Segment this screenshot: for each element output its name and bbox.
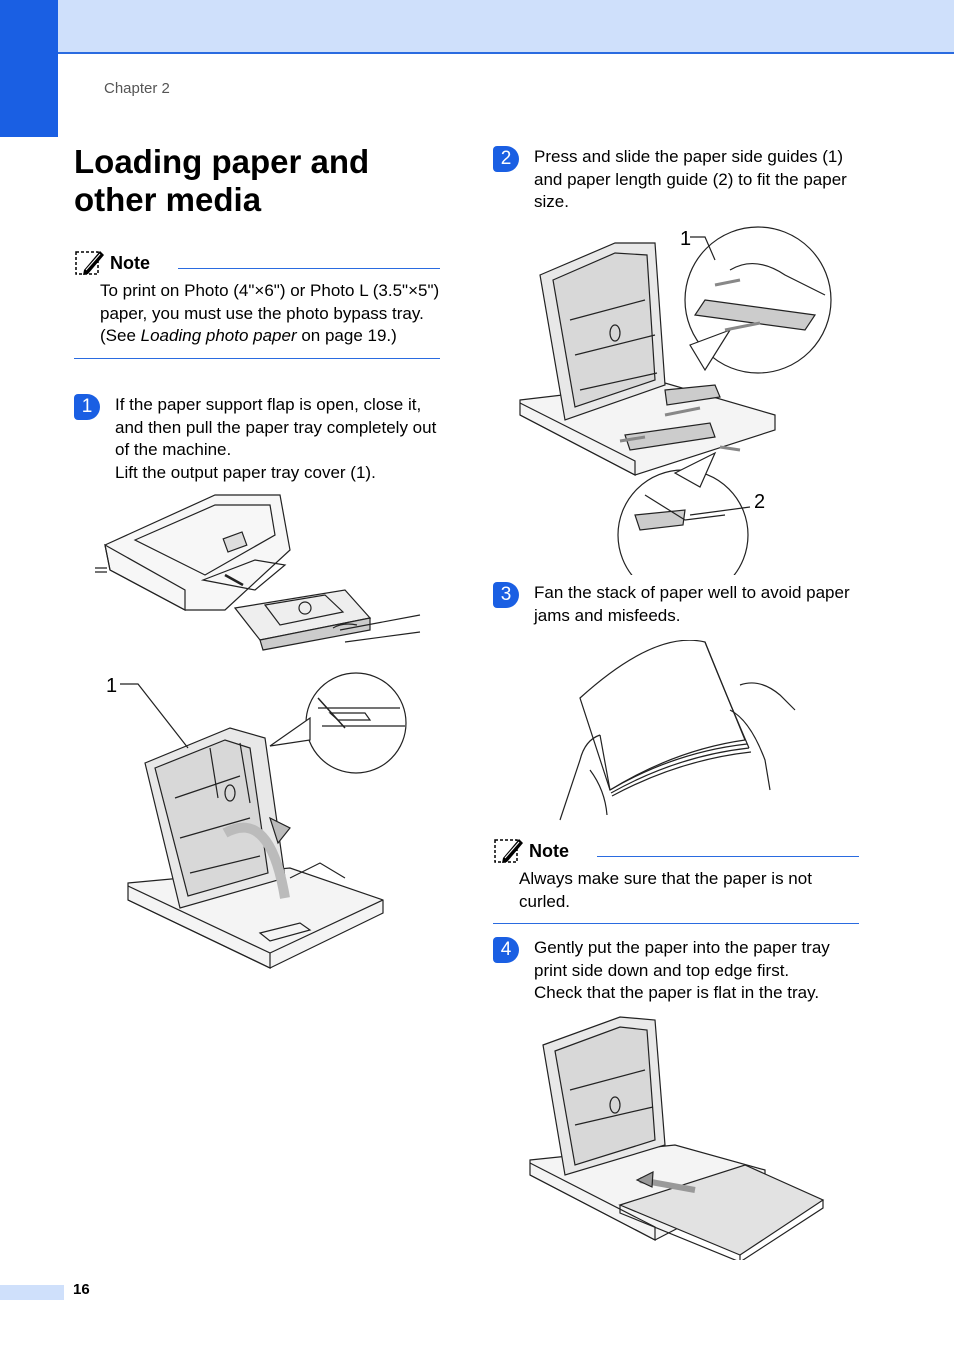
figure-pull-out-tray — [95, 490, 425, 660]
note-pencil-icon — [75, 251, 104, 275]
note-pencil-icon — [494, 839, 523, 863]
step-number: 2 — [493, 146, 519, 172]
step-text: Fan the stack of paper well to avoid pap… — [534, 583, 850, 625]
note-rule — [178, 268, 440, 269]
note-text: To print on Photo (4"×6") or Photo L (3.… — [100, 281, 440, 345]
page-number: 16 — [73, 1281, 90, 1298]
figure-adjust-guides: 1 2 — [515, 225, 845, 575]
note-box-1: Note To print on Photo (4"×6") or Photo … — [74, 248, 440, 359]
section-title: Loading paper and other media — [74, 143, 370, 218]
chapter-tab — [0, 0, 58, 137]
step-1: 1 If the paper support flap is open, clo… — [74, 394, 444, 484]
note-text: Always make sure that the paper is not c… — [519, 869, 812, 911]
step-3: 3 Fan the stack of paper well to avoid p… — [493, 582, 863, 627]
note-bottom-rule — [74, 357, 440, 359]
note-box-2: Note Always make sure that the paper is … — [493, 836, 859, 924]
step-4: 4 Gently put the paper into the paper tr… — [493, 937, 863, 1005]
note-label: Note — [529, 841, 569, 861]
step-2: 2 Press and slide the paper side guides … — [493, 146, 863, 214]
step-text: Press and slide the paper side guides (1… — [534, 147, 847, 211]
step-number: 4 — [493, 937, 519, 963]
note-rule — [597, 856, 859, 857]
callout-1: 1 — [106, 675, 117, 697]
callout-2: 2 — [754, 491, 765, 513]
callout-1: 1 — [680, 228, 691, 250]
header-band — [0, 0, 954, 54]
step-text: Gently put the paper into the paper tray… — [534, 938, 830, 1002]
note-label: Note — [110, 253, 150, 273]
figure-fan-paper — [555, 640, 805, 825]
step-number: 1 — [74, 394, 100, 420]
chapter-label: Chapter 2 — [104, 80, 170, 97]
step-text: If the paper support flap is open, close… — [115, 395, 437, 482]
note-bottom-rule — [493, 923, 859, 924]
page-number-bar — [0, 1285, 64, 1300]
step-number: 3 — [493, 582, 519, 608]
figure-paper-in-tray — [525, 1015, 830, 1260]
figure-lift-cover: 1 — [100, 668, 420, 978]
